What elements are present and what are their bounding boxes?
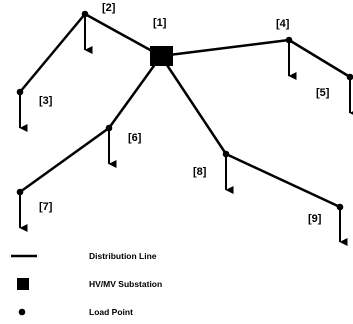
distribution-lines: [19, 12, 351, 209]
node-label-7: [7]: [39, 201, 53, 213]
legend-load-symbol: [18, 308, 26, 316]
line-1-4: [160, 38, 290, 58]
node-label-3: [3]: [39, 95, 53, 107]
line-8-9: [225, 152, 341, 209]
node-label-8: [8]: [193, 166, 207, 178]
node-label-1: [1]: [153, 17, 167, 29]
load-point-2: [81, 10, 89, 18]
load-point-6: [105, 124, 113, 132]
line-1-6: [107, 55, 163, 129]
load-point-9: [336, 203, 344, 211]
load-point-3: [16, 88, 24, 96]
legend-line-label: Distribution Line: [89, 251, 157, 261]
legend: Distribution Line HV/MV Substation Load …: [11, 251, 162, 317]
line-6-7: [19, 126, 110, 194]
load-arrows: [19, 14, 353, 246]
node-label-9: [9]: [308, 213, 322, 225]
load-point-7: [16, 188, 24, 196]
legend-substation-label: HV/MV Substation: [89, 279, 162, 289]
node-label-6: [6]: [128, 132, 142, 144]
line-1-2: [84, 12, 162, 58]
line-4-5: [288, 38, 351, 79]
substation-1: [150, 46, 173, 66]
node-label-4: [4]: [276, 18, 290, 30]
legend-load-label: Load Point: [89, 307, 133, 317]
node-label-5: [5]: [316, 87, 330, 99]
load-points: [16, 10, 353, 211]
legend-substation-symbol: [17, 278, 29, 290]
node-label-2: [2]: [102, 2, 116, 14]
load-point-5: [346, 73, 353, 81]
node-labels: [1] [2] [3] [4] [5] [6] [7] [8] [9]: [39, 2, 330, 225]
load-point-4: [285, 36, 293, 44]
line-1-8: [159, 55, 228, 155]
line-2-3: [19, 13, 86, 93]
load-point-8: [222, 150, 230, 158]
